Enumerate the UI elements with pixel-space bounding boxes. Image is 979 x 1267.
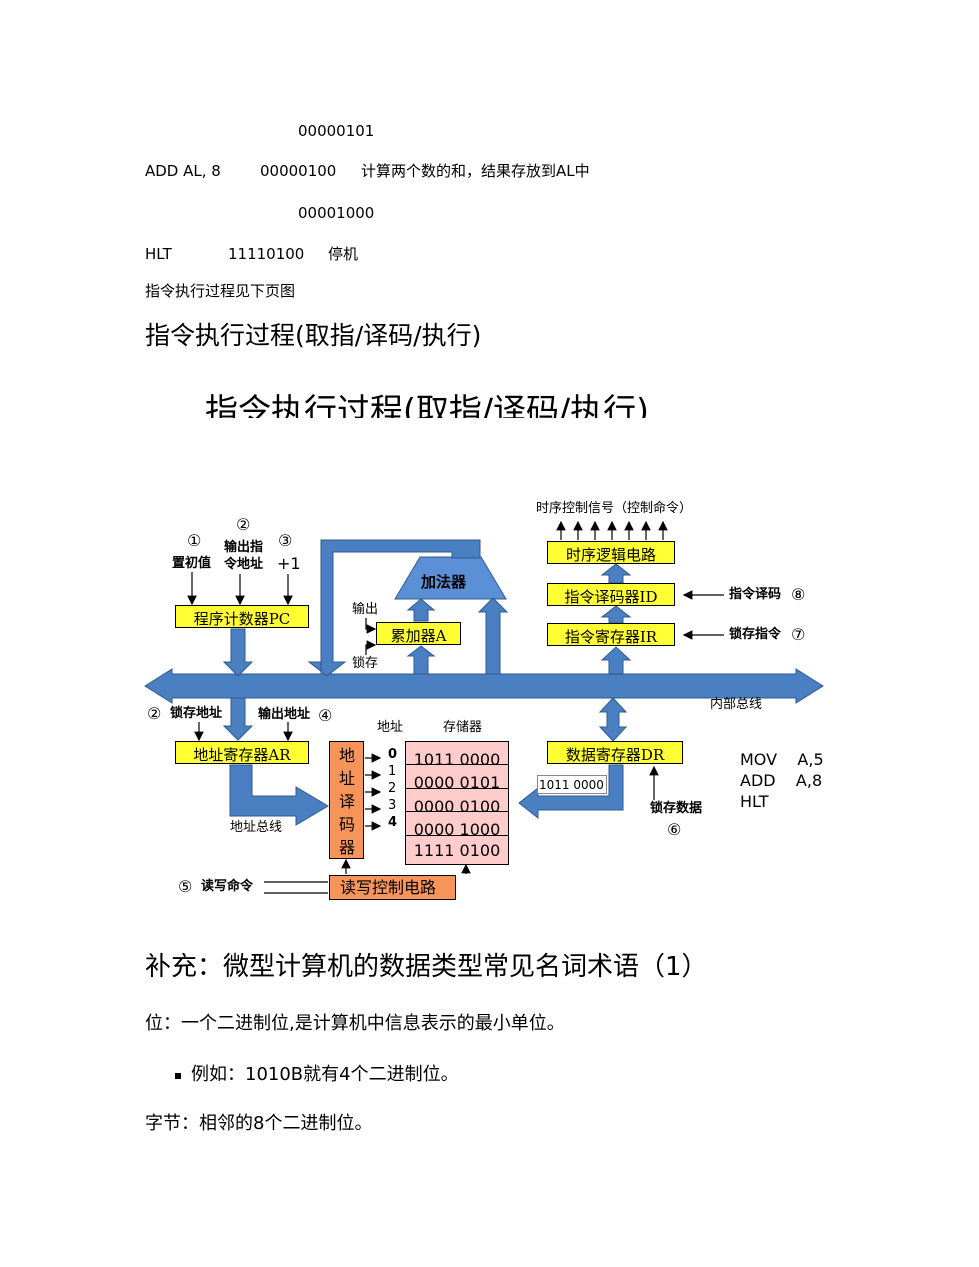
addr-decoder-char-0: 地 xyxy=(339,746,356,765)
step-2b: ② xyxy=(147,704,162,723)
internal-bus-arrow xyxy=(144,668,824,704)
dr-value-label: 1011 0000 xyxy=(539,778,604,792)
memory-cell-3-value: 0000 1000 xyxy=(413,820,501,839)
program-counter-label: 程序计数器PC xyxy=(193,610,291,628)
bus-to-ar-arrow xyxy=(222,697,254,741)
decode-instr-label: 指令译码 xyxy=(729,587,782,602)
output-label: 输出 xyxy=(352,602,379,617)
instr-register-box: 指令寄存器IR xyxy=(547,623,675,646)
mem-address-4: 4 xyxy=(388,815,398,830)
code-comment-4: 停机 xyxy=(328,245,359,263)
memory-cell-4: 1111 0100 xyxy=(405,835,509,865)
byte-definition: 字节：相邻的8个二进制位。 xyxy=(145,1113,373,1134)
bullet-icon xyxy=(175,1073,181,1079)
data-register-label: 数据寄存器DR xyxy=(565,746,665,764)
section-title: 指令执行过程(取指/译码/执行) xyxy=(145,321,482,350)
init-value-label: 置初值 xyxy=(172,556,212,571)
adder-feedback-arrow xyxy=(307,539,481,677)
address-header: 地址 xyxy=(377,720,404,735)
memory-cell-4-value: 1111 0100 xyxy=(413,841,501,860)
program-line-2: ADD A,8 xyxy=(740,771,823,790)
bus-to-ir-arrow xyxy=(600,646,632,675)
memory-cell-1-value: 0000 0101 xyxy=(413,773,501,792)
output-instr-addr-1: 输出指 xyxy=(224,540,264,555)
rw-control-label: 读写控制电路 xyxy=(340,878,437,897)
step-8: ⑧ xyxy=(791,585,806,604)
acc-bus-arrow xyxy=(406,645,436,675)
address-register-box: 地址寄存器AR xyxy=(175,741,309,764)
instr-decoder-label: 指令译码器ID xyxy=(564,588,658,606)
memory-cell-2-value: 0000 0100 xyxy=(413,797,501,816)
step-2: ② xyxy=(236,515,251,534)
program-counter-box: 程序计数器PC xyxy=(175,605,309,628)
latch-instr-label: 锁存指令 xyxy=(729,627,782,642)
step-5: ⑤ xyxy=(178,877,193,896)
supplement-title: 补充：微型计算机的数据类型常见名词术语（1） xyxy=(145,952,708,982)
internal-bus-label: 内部总线 xyxy=(710,697,763,712)
step-3: ③ xyxy=(278,531,293,550)
latch-data-label: 锁存数据 xyxy=(650,801,703,816)
memory-header: 存储器 xyxy=(443,720,483,735)
mem-address-1: 1 xyxy=(388,764,397,779)
mem-address-3: 3 xyxy=(388,798,397,813)
bit-example: 例如：1010B就有4个二进制位。 xyxy=(191,1064,459,1085)
timing-logic-box: 时序逻辑电路 xyxy=(547,541,675,564)
output-addr-label: 输出地址 xyxy=(258,707,311,722)
code-comment-2: 计算两个数的和，结果存放到AL中 xyxy=(361,162,590,180)
bus-dr-arrow xyxy=(598,697,628,742)
rw-control-box: 读写控制电路 xyxy=(329,875,456,900)
id-to-timing-arrow xyxy=(600,563,632,584)
bit-definition: 位：一个二进制位,是计算机中信息表示的最小单位。 xyxy=(145,1013,565,1034)
addr-decoder-char-1: 址 xyxy=(339,769,356,788)
memory-cell-0-value: 1011 0000 xyxy=(413,750,501,769)
code-binary-3: 00001000 xyxy=(298,204,375,222)
timing-signals-label-text: 时序控制信号（控制命令） xyxy=(536,501,693,516)
slide-title: 指令执行过程(取指/译码/执行) xyxy=(205,391,649,418)
latch-addr-label: 锁存地址 xyxy=(170,706,223,721)
dr-value-box: 1011 0000 xyxy=(537,775,607,794)
accumulator-box: 累加器A xyxy=(376,622,461,645)
output-instr-addr-2: 令地址 xyxy=(224,557,264,572)
note-text: 指令执行过程见下页图 xyxy=(145,282,296,300)
acc-to-adder-arrow xyxy=(406,598,436,622)
addr-decoder-char-4: 器 xyxy=(339,838,356,857)
step-1: ① xyxy=(187,531,202,550)
instr-register-label: 指令寄存器IR xyxy=(564,628,658,646)
rw-command-label: 读写命令 xyxy=(201,879,254,894)
ir-to-id-arrow xyxy=(600,605,632,624)
code-mnemonic-2: ADD AL, 8 xyxy=(145,162,221,180)
addr-decoder-char-3: 码 xyxy=(339,815,356,834)
step-7: ⑦ xyxy=(791,625,806,644)
accumulator-label: 累加器A xyxy=(390,627,447,645)
address-bus-arrow xyxy=(229,764,329,826)
latch-label: 锁存 xyxy=(352,656,379,671)
bus-to-adder-arrow xyxy=(477,597,509,675)
address-bus-label: 地址总线 xyxy=(230,820,283,835)
code-mnemonic-4: HLT xyxy=(145,245,172,263)
step-6: ⑥ xyxy=(667,820,682,839)
step-4: ④ xyxy=(318,706,333,725)
adder-label: 加法器 xyxy=(421,573,467,591)
dr-to-memory-arrow xyxy=(518,764,624,820)
code-binary-4: 11110100 xyxy=(228,245,305,263)
mem-address-0: 0 xyxy=(388,747,398,762)
pc-to-bus-arrow xyxy=(222,628,254,677)
code-binary-1: 00000101 xyxy=(298,122,375,140)
instr-decoder-box: 指令译码器ID xyxy=(547,583,675,606)
mem-address-2: 2 xyxy=(388,781,397,796)
address-register-label: 地址寄存器AR xyxy=(193,746,291,764)
slide-title-clip: 指令执行过程(取指/译码/执行) xyxy=(205,390,725,418)
data-register-box: 数据寄存器DR xyxy=(547,741,683,764)
addr-decoder-char-2: 译 xyxy=(339,792,356,811)
address-decoder-box: 地 址 译 码 器 xyxy=(329,741,364,859)
plus-one-label: +1 xyxy=(277,554,301,573)
program-line-3: HLT xyxy=(740,792,769,811)
timing-logic-label: 时序逻辑电路 xyxy=(565,546,656,564)
program-line-1: MOV A,5 xyxy=(740,750,824,769)
code-binary-2: 00000100 xyxy=(260,162,337,180)
